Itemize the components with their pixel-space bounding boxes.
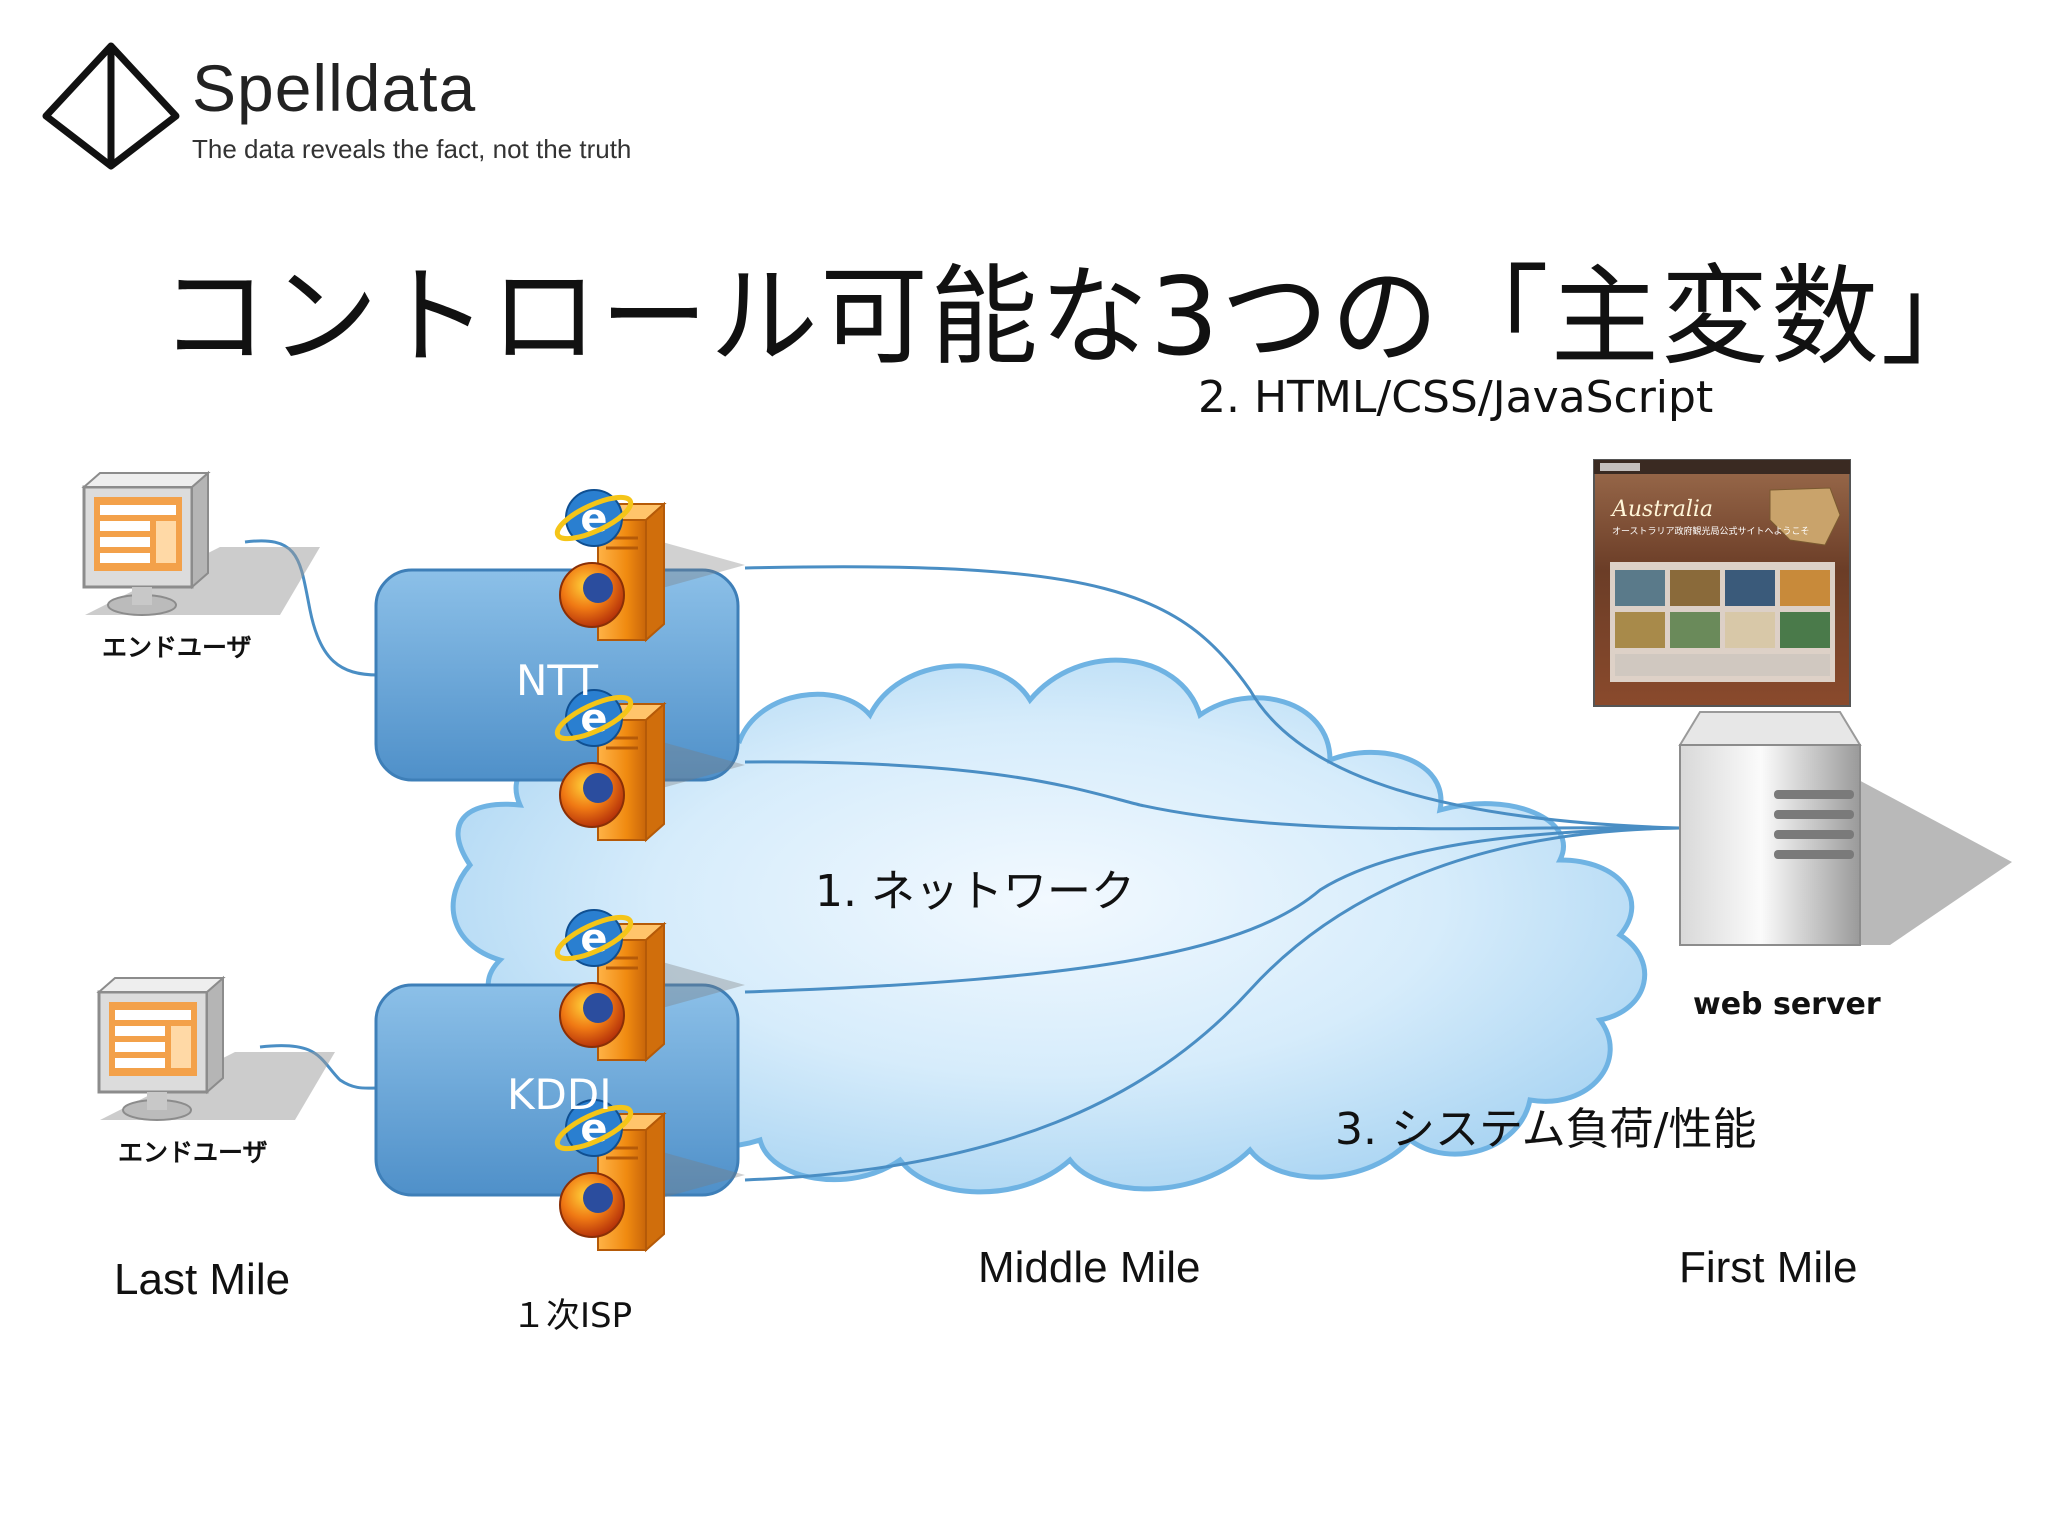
link-user1-ntt (244, 539, 379, 677)
connection-lines (244, 539, 1681, 1182)
variable-frontend-label: 2. HTML/CSS/JavaScript (1198, 372, 1714, 423)
end-user-label-1: エンドユーザ (102, 633, 252, 662)
website-subheading: オーストラリア政府観光局公式サイトへようこそ (1612, 525, 1810, 537)
brand-tagline: The data reveals the fact, not the truth (192, 134, 632, 164)
end-user-computer-icon-2 (96, 975, 335, 1121)
link-user2-kddi (259, 1044, 379, 1090)
ntt-label: NTT (516, 656, 598, 705)
end-user-label-2: エンドユーザ (118, 1138, 268, 1167)
brand-name: Spelldata (192, 51, 477, 125)
link-kddi-bottom-server (744, 826, 1681, 1182)
website-heading: Australia (1610, 497, 1713, 522)
link-ntt-top-server (744, 565, 1681, 830)
link-kddi-top-server (744, 826, 1681, 994)
link-ntt-bottom-server (744, 760, 1681, 831)
browser-cluster-3: e (554, 909, 745, 1063)
website-screenshot (1593, 459, 1851, 707)
middle-mile-label: Middle Mile (978, 1243, 1201, 1292)
browser-cluster-1: e (554, 489, 745, 643)
browser-cluster-2: e (554, 689, 745, 843)
variable-network-label: 1. ネットワーク (815, 866, 1135, 917)
first-mile-label: First Mile (1679, 1243, 1858, 1292)
page-title: コントロール可能な3つの「主変数」 (160, 255, 1991, 380)
web-server-label: web server (1693, 987, 1881, 1022)
end-user-computer-icon-1 (81, 470, 320, 616)
variable-system-label: 3. システム負荷/性能 (1335, 1104, 1757, 1155)
tier1-isp-label: １次ISP (512, 1296, 633, 1336)
web-server-icon (1678, 711, 2012, 946)
last-mile-label: Last Mile (114, 1255, 291, 1304)
spelldata-logo-icon (42, 42, 180, 170)
kddi-label: KDDI (507, 1070, 612, 1119)
browser-cluster-4: e (554, 1099, 745, 1253)
